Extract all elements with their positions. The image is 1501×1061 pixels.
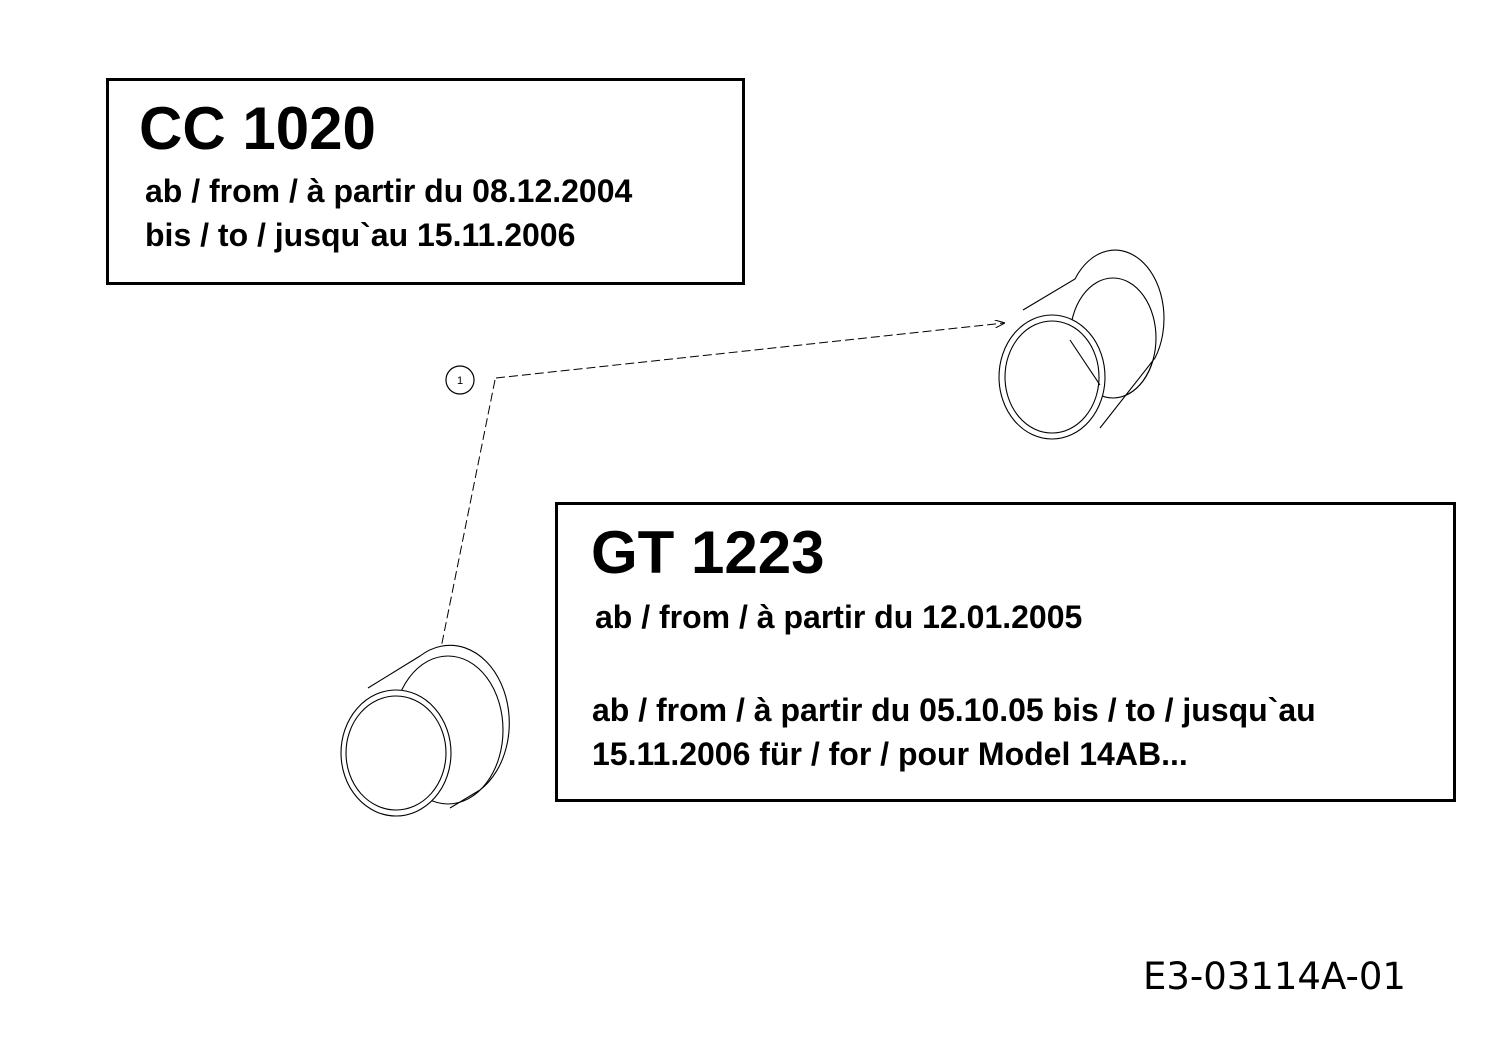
callout-number: 1	[457, 375, 463, 387]
bushing-part-upper	[998, 249, 1165, 440]
bushing-part-lower	[340, 644, 510, 817]
leader-line-lower	[439, 379, 496, 658]
model-title: CC 1020	[139, 95, 376, 162]
model-title: GT 1223	[591, 519, 825, 586]
validity-line-model: 15.11.2006 für / for / pour Model 14AB..…	[592, 736, 1188, 772]
drawing-reference-code: E3-03114A-01	[1143, 955, 1406, 998]
validity-line-from: ab / from / à partir du 08.12.2004	[145, 173, 633, 209]
model-box-cc-1020: CC 1020 ab / from / à partir du 08.12.20…	[106, 78, 745, 285]
model-box-gt-1223: GT 1223 ab / from / à partir du 12.01.20…	[555, 502, 1456, 802]
validity-line-from: ab / from / à partir du 12.01.2005	[595, 599, 1083, 635]
validity-line-range: ab / from / à partir du 05.10.05 bis / t…	[592, 692, 1316, 728]
validity-line-to: bis / to / jusqu`au 15.11.2006	[145, 217, 576, 253]
leader-line-upper	[495, 323, 1004, 379]
callout-marker: 1	[445, 365, 475, 395]
